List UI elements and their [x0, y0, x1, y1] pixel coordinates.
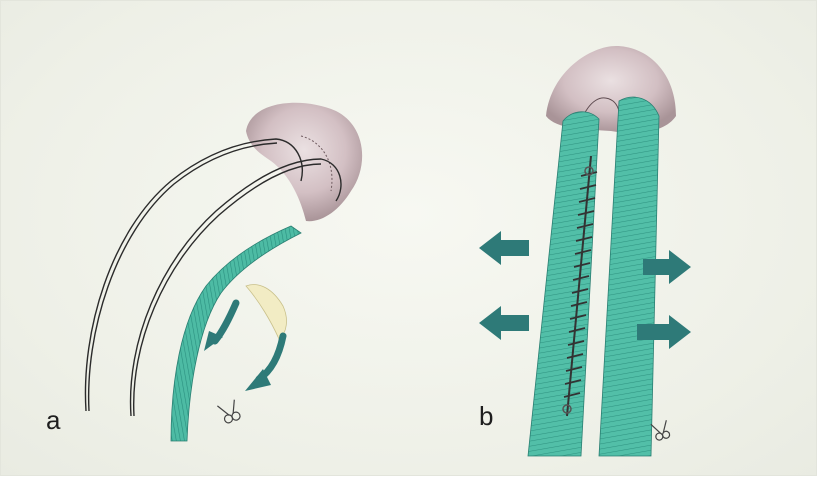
panel-label-b: b [479, 401, 493, 432]
panel-label-a: a [46, 405, 60, 436]
curved-arrow-icon [245, 336, 283, 391]
scissors-icon [217, 400, 241, 425]
arrow-left-icon [479, 306, 529, 340]
panel-b [479, 46, 691, 456]
dartos-strip-left [528, 112, 599, 456]
arrow-left-icon [479, 231, 529, 265]
scissors-icon [651, 420, 671, 441]
panel-a [85, 103, 362, 441]
dartos-strip-right [599, 97, 659, 456]
glans-a [246, 103, 362, 221]
yellow-flap [246, 285, 286, 339]
